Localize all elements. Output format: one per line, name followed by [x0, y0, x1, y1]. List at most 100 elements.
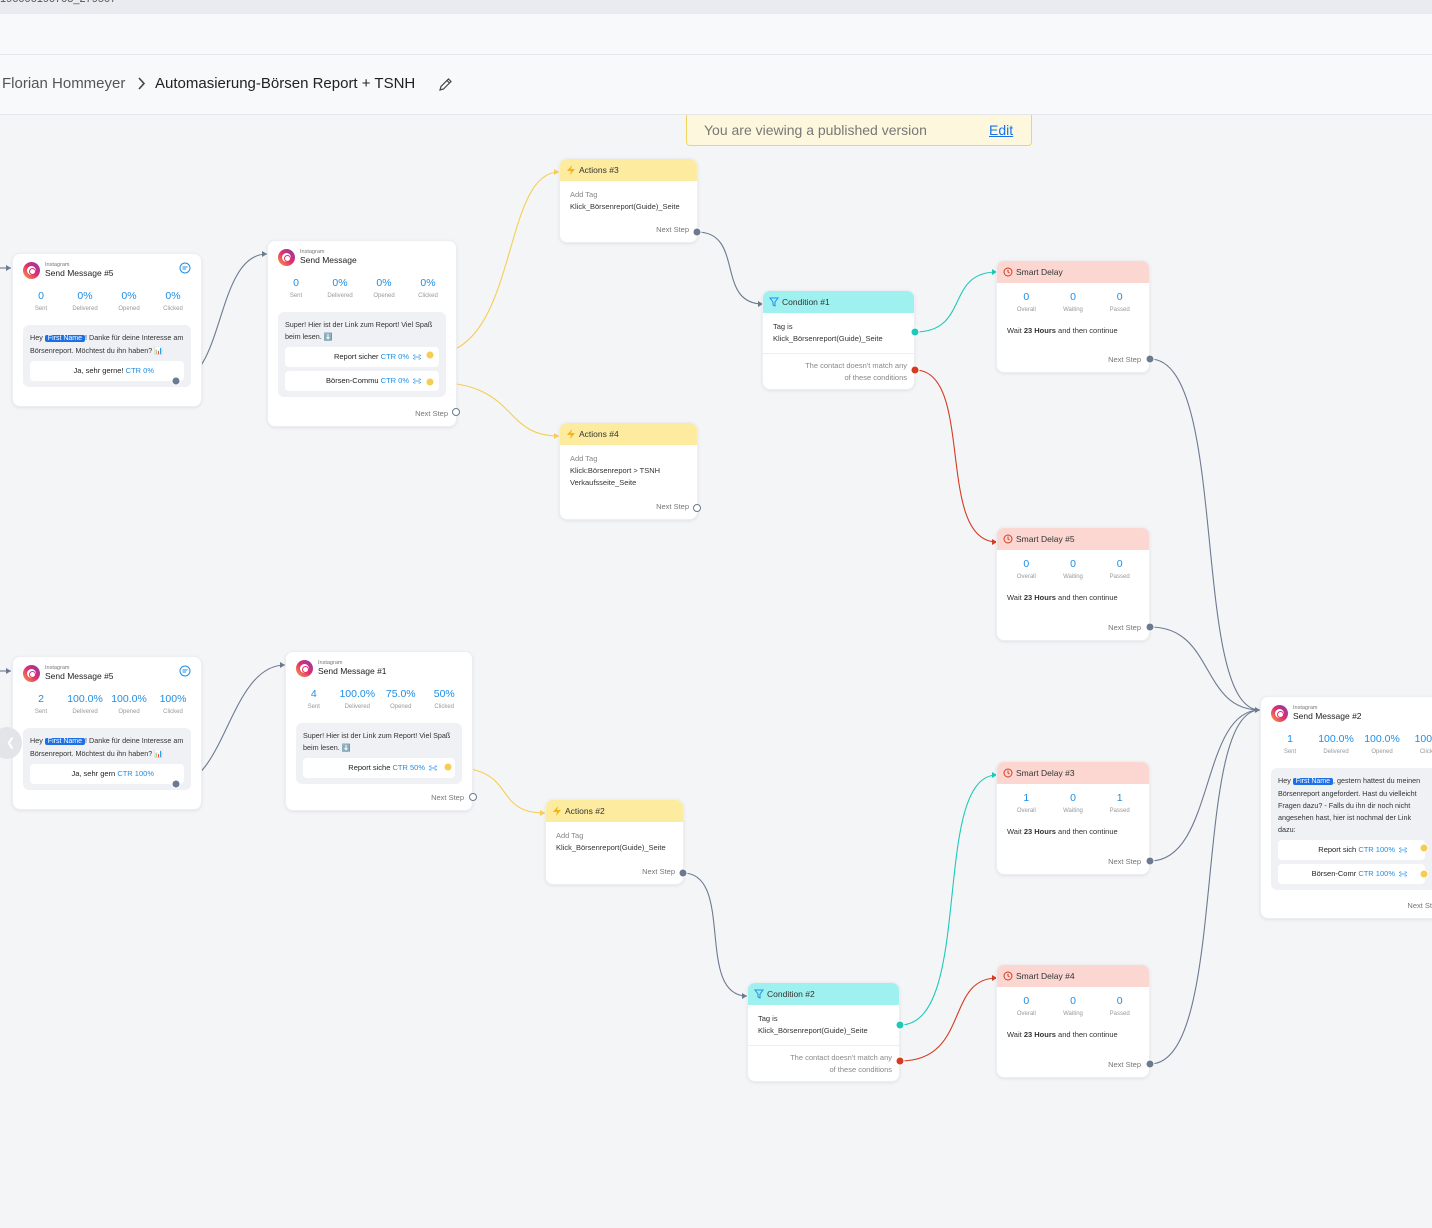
- edge-delay3-to-send2: [1149, 709, 1261, 862]
- next-step-label: Next Step: [1108, 857, 1141, 866]
- message-text: Super! Hier ist der Link zum Report! Vie…: [296, 723, 462, 784]
- stat-label: Overall: [1016, 307, 1036, 313]
- node-title: Smart Delay #5: [1016, 534, 1075, 544]
- reply-button[interactable]: Ja, sehr gern CTR 100%: [30, 764, 184, 784]
- instagram-icon: [1271, 705, 1288, 722]
- edit-link[interactable]: Edit: [989, 122, 1014, 138]
- stat-label: Passed: [1109, 808, 1130, 814]
- edge-condition2-to-delay3: [899, 774, 998, 1026]
- lightning-icon: [553, 806, 561, 816]
- stat-clicked: 100%: [1414, 733, 1432, 745]
- stat-passed: 1: [1116, 792, 1123, 804]
- next-step-label: Next St: [1407, 901, 1432, 910]
- instagram-icon: [278, 249, 295, 266]
- stat-opened: 75.0%: [385, 688, 416, 700]
- link-button-report[interactable]: Report siche CTR 50%: [303, 758, 455, 778]
- stat-label: Delivered: [1323, 749, 1349, 755]
- next-step-label: Next Step: [415, 409, 448, 418]
- condition-value: Klick_Börsenreport(Guide)_Seite: [773, 334, 883, 343]
- link-button-report[interactable]: Report sich CTR 100%: [1278, 840, 1425, 860]
- stat-waiting: 0: [1070, 792, 1076, 804]
- node-title: Condition #1: [782, 297, 830, 307]
- delay-description: Wait 23 Hours and then continue: [1007, 593, 1118, 602]
- tag-value: Klick_Börsenreport(Guide)_Seite: [570, 202, 680, 211]
- link-button-community[interactable]: Börsen-Commu CTR 0%: [285, 371, 439, 391]
- instagram-icon: [23, 665, 40, 682]
- stat-clicked: 0%: [420, 277, 436, 289]
- stat-label: Clicked: [163, 306, 183, 312]
- stat-label: Sent: [307, 704, 320, 710]
- edge-delay5-to-send2: [1149, 626, 1261, 711]
- next-step-label: Next Step: [1108, 623, 1141, 632]
- clock-icon: [1003, 768, 1013, 778]
- action-label: Add Tag: [570, 190, 598, 199]
- clock-icon: [1003, 971, 1013, 981]
- delay-description: Wait 23 Hours and then continue: [1007, 326, 1118, 335]
- reply-button[interactable]: Ja, sehr gerne! CTR 0%: [30, 361, 184, 381]
- stat-label: Clicked: [434, 704, 455, 710]
- stat-label: Sent: [34, 709, 48, 715]
- stat-label: Opened: [1371, 749, 1393, 755]
- stat-passed: 0: [1116, 995, 1123, 1007]
- next-step-label: Next Step: [431, 793, 464, 802]
- chevron-left-icon: ❮: [6, 737, 16, 749]
- stat-label: Sent: [34, 306, 48, 312]
- stat-sent: 4: [310, 688, 317, 700]
- first-name-tag: First Name: [1292, 778, 1334, 785]
- channel-label: Instagram: [45, 262, 70, 268]
- condition-label: Tag is: [758, 1014, 778, 1023]
- breadcrumb-parent-link[interactable]: Florian Hommeyer: [2, 75, 126, 92]
- stat-delivered: 100.0%: [339, 688, 376, 700]
- stat-label: Clicke: [1419, 749, 1432, 755]
- pencil-icon[interactable]: [438, 77, 453, 92]
- instagram-icon: [296, 660, 313, 677]
- scroll-left-button[interactable]: ❮: [0, 727, 22, 759]
- stat-label: Passed: [1109, 574, 1130, 580]
- stat-sent: 2: [38, 693, 44, 705]
- edge-delay4-to-send2: [1149, 709, 1261, 1065]
- node-title: Send Message #1: [318, 666, 387, 676]
- stat-clicked: 50%: [433, 688, 455, 700]
- edge-condition1-to-delay5: [914, 369, 998, 543]
- instagram-icon: [23, 262, 40, 279]
- node-title: Send Message #2: [1293, 711, 1362, 721]
- first-name-tag: First Name: [44, 738, 86, 745]
- page-title: Automasierung-Börsen Report + TSNH: [155, 75, 416, 92]
- first-name-tag: First Name: [44, 335, 86, 342]
- top-strip: 196006190703_279507: [0, 0, 1432, 14]
- node-condition-2[interactable]: Condition #2 Tag is Klick_Börsenreport(Gu…: [747, 982, 900, 1082]
- condition-value: Klick_Börsenreport(Guide)_Seite: [758, 1026, 868, 1035]
- stat-overall: 0: [1023, 291, 1030, 303]
- node-title: Smart Delay #3: [1016, 768, 1075, 778]
- link-button-community[interactable]: Börsen-Comr CTR 100%: [1278, 864, 1425, 884]
- channel-label: Instagram: [1293, 705, 1318, 711]
- clock-icon: [1003, 267, 1013, 277]
- link-button-report[interactable]: Report sicher CTR 0%: [285, 347, 439, 367]
- node-title: Smart Delay #4: [1016, 971, 1075, 981]
- stat-label: Overall: [1016, 808, 1036, 814]
- edge-condition2-to-delay4: [899, 977, 998, 1062]
- node-title: Send Message: [300, 255, 357, 265]
- comment-icon: [179, 665, 191, 677]
- filter-icon: [754, 989, 764, 999]
- tag-value: Klick:Börsenreport > TSNH: [570, 466, 661, 475]
- node-title: Condition #2: [767, 989, 815, 999]
- stat-overall: 0: [1023, 558, 1030, 570]
- link-icon: [1399, 871, 1407, 877]
- stat-delivered: 0%: [332, 277, 348, 289]
